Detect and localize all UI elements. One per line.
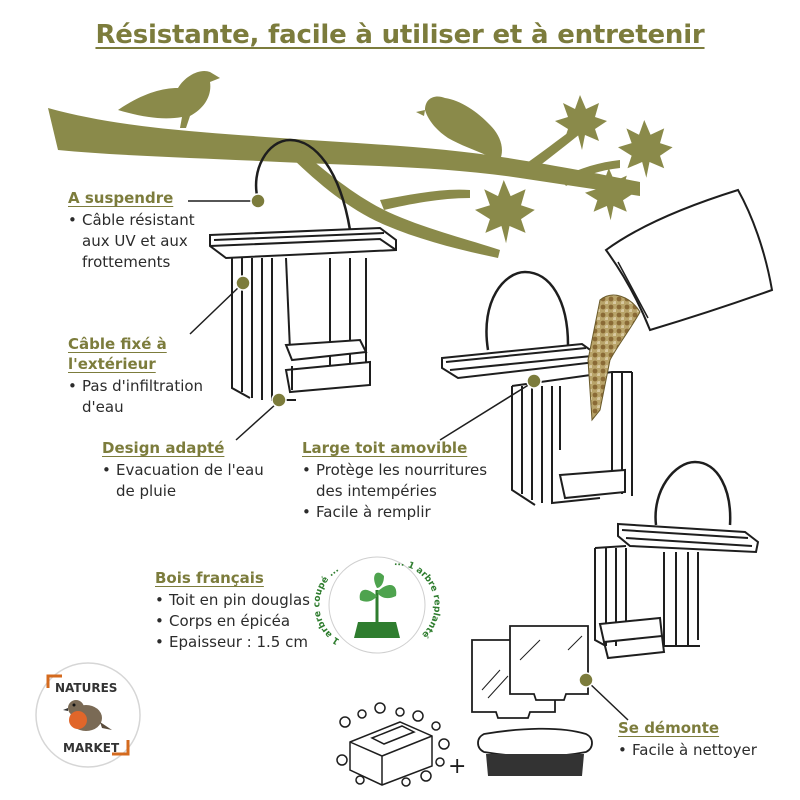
logo-text-bottom: MARKET	[63, 741, 120, 755]
list-item: Pas d'infiltration	[68, 376, 203, 397]
feature-cable-list: Pas d'infiltration	[68, 376, 203, 397]
feature-design-list: Evacuation de l'eau	[102, 460, 264, 481]
feature-suspend: A suspendre Câble résistant aux UV et au…	[68, 188, 195, 273]
feature-cable: Câble fixé à l'extérieur Pas d'infiltrat…	[68, 334, 203, 418]
sapling-icon	[354, 572, 400, 638]
list-item-continuation: frottements	[82, 253, 171, 271]
bird-silhouette-right	[416, 96, 502, 160]
feature-suspend-heading: A suspendre	[68, 189, 174, 207]
maple-leaves	[475, 95, 673, 244]
plus-sign: +	[448, 754, 466, 779]
list-item: Toit en pin douglas	[155, 590, 310, 611]
logo-text-top: NATURES	[55, 681, 117, 695]
sponge-icon	[336, 702, 450, 787]
feature-wood: Bois français Toit en pin douglas Corps …	[155, 568, 310, 653]
tree-replanted-badge: 1 arbre coupé ... ... 1 arbre replanté	[312, 556, 442, 654]
feature-roof-list: Protège les nourritures	[302, 460, 487, 481]
feature-suspend-list: Câble résistant	[68, 210, 195, 231]
feeder-disassembled	[594, 460, 760, 660]
list-item: Protège les nourritures	[302, 460, 487, 481]
feature-dismantle-heading: Se démonte	[618, 719, 720, 737]
feature-cable-heading-line1: Câble fixé à	[68, 335, 167, 353]
feature-wood-heading: Bois français	[155, 569, 264, 587]
feeder-roof-open	[441, 270, 633, 506]
feature-wood-list: Toit en pin douglas Corps en épicéa Epai…	[155, 590, 310, 653]
tree-branch	[48, 108, 640, 258]
list-item-continuation: de pluie	[116, 482, 177, 500]
list-item: Corps en épicéa	[155, 611, 310, 632]
feeder-hanging	[209, 138, 397, 401]
page-title: Résistante, facile à utiliser et à entre…	[95, 20, 705, 50]
feature-roof-list-2: Facile à remplir	[302, 502, 487, 523]
seed-bag	[587, 188, 774, 422]
list-item-continuation: aux UV et aux	[82, 232, 188, 250]
brush-icon	[477, 727, 593, 776]
robin-icon	[63, 700, 112, 731]
feature-roof: Large toit amovible Protège les nourritu…	[302, 438, 487, 523]
feature-roof-heading: Large toit amovible	[302, 439, 468, 457]
feature-design: Design adapté Evacuation de l'eau de plu…	[102, 438, 264, 502]
acrylic-panels	[471, 625, 589, 719]
list-item: Facile à remplir	[302, 502, 487, 523]
list-item-continuation: des intempéries	[316, 482, 437, 500]
feature-cable-heading-line2: l'extérieur	[68, 355, 156, 373]
natures-market-logo: NATURES MARKET	[35, 662, 141, 768]
list-item-continuation: d'eau	[82, 398, 124, 416]
bird-silhouette-left	[118, 70, 220, 128]
callout-leaders	[188, 193, 629, 721]
list-item: Facile à nettoyer	[618, 740, 757, 761]
list-item: Evacuation de l'eau	[102, 460, 264, 481]
feature-dismantle-list: Facile à nettoyer	[618, 740, 757, 761]
list-item: Câble résistant	[68, 210, 195, 231]
feature-dismantle: Se démonte Facile à nettoyer	[618, 718, 757, 761]
list-item: Epaisseur : 1.5 cm	[155, 632, 310, 653]
feature-design-heading: Design adapté	[102, 439, 225, 457]
